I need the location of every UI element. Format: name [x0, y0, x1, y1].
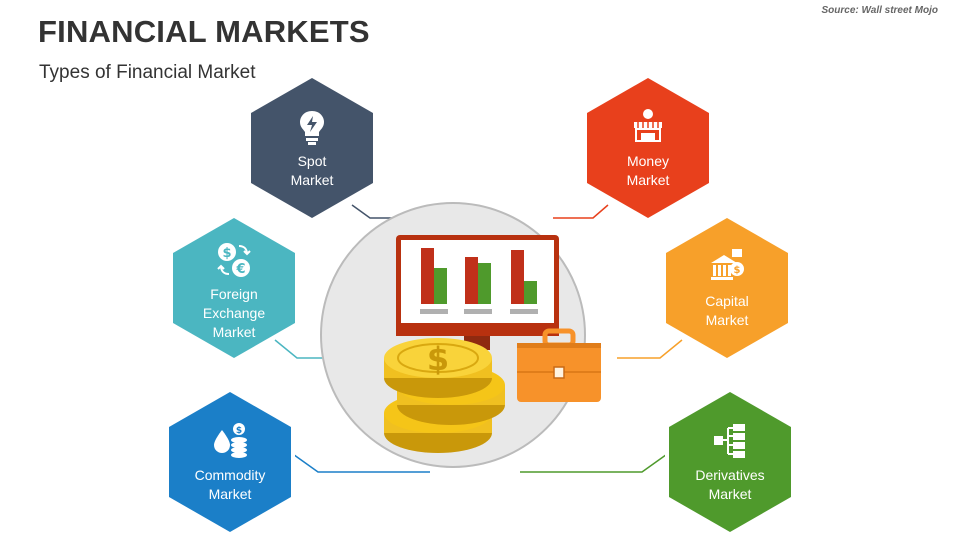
market-stall-icon [633, 109, 662, 142]
capital-label-1: Capital [705, 293, 749, 309]
connector-money [553, 204, 609, 219]
capital-label-2: Market [705, 312, 749, 328]
chart-bar [434, 268, 447, 304]
source-note: Source: Wall street Mojo [821, 5, 938, 16]
page-title: FINANCIAL MARKETS [38, 14, 370, 49]
money-label-2: Market [626, 172, 670, 188]
spot-label-2: Market [290, 172, 334, 188]
spot-label-1: Spot [297, 153, 327, 169]
chart-bar [511, 250, 524, 304]
monitor-chart-icon [396, 235, 559, 350]
chart-bar [465, 257, 478, 304]
money-label-1: Money [626, 153, 669, 169]
chart-bar [421, 248, 434, 304]
bank-money-icon: $ [711, 249, 744, 280]
forex-label-3: Market [212, 323, 256, 340]
oil-coins-icon: $ [213, 423, 247, 458]
briefcase-icon [517, 328, 601, 402]
derivatives-label-1: Derivatives [695, 467, 765, 483]
svg-text:$: $ [222, 246, 231, 261]
svg-text:€: € [235, 262, 245, 277]
svg-text:$: $ [236, 426, 242, 436]
connector-capital [617, 339, 683, 359]
lightbulb-icon [299, 111, 324, 145]
commodity-label-1: Commodity [194, 467, 266, 483]
connector-derivatives [520, 451, 671, 473]
hierarchy-icon [714, 424, 745, 458]
svg-text:$: $ [734, 265, 741, 276]
forex-label-2: Exchange [202, 304, 266, 321]
currency-exchange-icon: $ € [217, 242, 251, 277]
forex-label-1: Foreign [210, 285, 258, 302]
connector-commodity [289, 451, 430, 473]
coin-stack-icon: $ [384, 338, 505, 453]
dollar-icon: $ [427, 340, 449, 378]
derivatives-label-2: Market [708, 486, 752, 502]
chart-bar [478, 263, 491, 304]
page-subtitle: Types of Financial Market [39, 62, 256, 83]
chart-bar [524, 281, 537, 304]
commodity-label-2: Market [208, 486, 252, 502]
